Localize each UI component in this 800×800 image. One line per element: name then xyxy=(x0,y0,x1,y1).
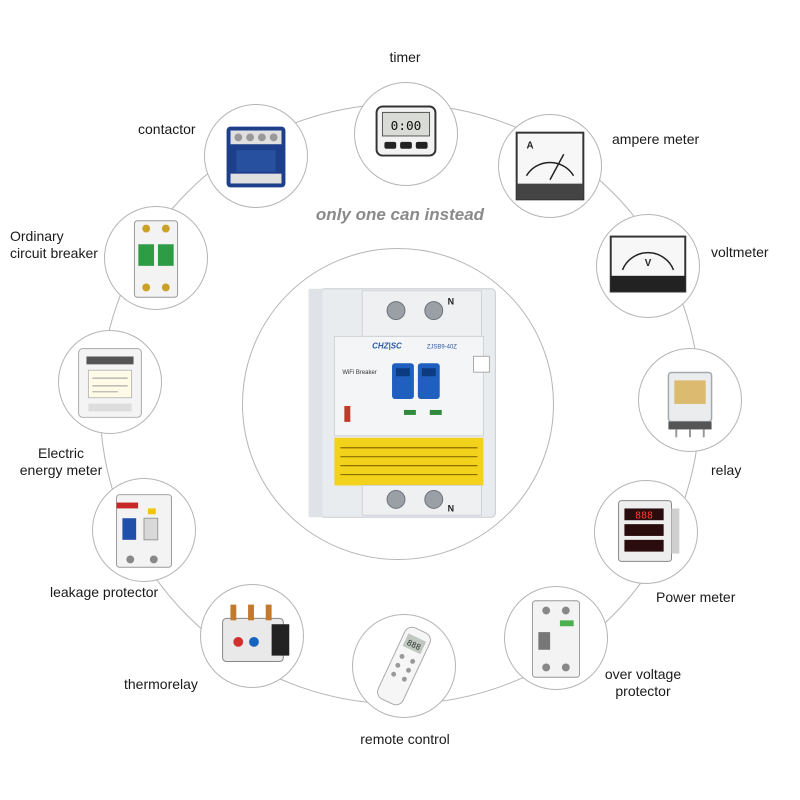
device-label-ordinary-circuit-breaker: Ordinary circuit breaker xyxy=(10,228,98,261)
power-meter-icon: 888 xyxy=(618,500,680,562)
device-label-thermorelay: thermorelay xyxy=(124,676,198,692)
device-bubble-ampere-meter: A xyxy=(498,114,602,218)
device-label-electric-energy-meter: Electric energy meter xyxy=(19,445,103,478)
ordinary-circuit-breaker-icon xyxy=(133,220,179,298)
device-label-remote-control: remote control xyxy=(360,731,450,747)
ampere-meter-icon: A xyxy=(515,131,585,201)
ampere-unit: A xyxy=(526,140,533,151)
device-label-contactor: contactor xyxy=(138,121,196,137)
device-label-power-meter: Power meter xyxy=(656,589,736,605)
voltmeter-icon: V xyxy=(609,235,687,293)
power-meter-digits: 888 xyxy=(635,510,653,521)
device-bubble-electric-energy-meter xyxy=(58,330,162,434)
tag-label: WiFi Breaker xyxy=(342,370,376,376)
timer-icon: 0:00 xyxy=(375,105,437,157)
device-bubble-ordinary-circuit-breaker xyxy=(104,206,208,310)
device-bubble-thermorelay xyxy=(200,584,304,688)
device-label-leakage-protector: leakage protector xyxy=(50,584,159,600)
terminal-bottom-label: N xyxy=(448,503,454,513)
device-label-ampere-meter: ampere meter xyxy=(612,131,700,147)
device-bubble-contactor xyxy=(204,104,308,208)
device-label-voltmeter: voltmeter xyxy=(711,244,769,260)
leakage-protector-icon xyxy=(116,494,172,568)
device-label-timer: timer xyxy=(389,49,421,65)
headline: only one can instead xyxy=(315,205,485,224)
over-voltage-protector-icon xyxy=(531,600,581,678)
voltmeter-unit: V xyxy=(645,258,652,269)
device-bubble-timer: 0:00 xyxy=(354,82,458,186)
device-bubble-remote-control: 888 xyxy=(352,614,456,718)
thermorelay-icon xyxy=(222,604,290,662)
device-bubble-voltmeter: V xyxy=(596,214,700,318)
remote-control-icon: 888 xyxy=(377,626,431,706)
electric-energy-meter-icon xyxy=(78,348,142,418)
wifi-breaker-image: N CHZ|SC ZJSB9-40Z WiFi Breaker xyxy=(308,288,496,518)
device-bubble-power-meter: 888 xyxy=(594,480,698,584)
device-label-relay: relay xyxy=(711,462,742,478)
brand-label: CHZ|SC xyxy=(372,341,402,350)
device-bubble-relay xyxy=(638,348,742,452)
model-label: ZJSB9-40Z xyxy=(427,344,457,350)
main-device-circle: N CHZ|SC ZJSB9-40Z WiFi Breaker xyxy=(242,248,554,560)
device-bubble-over-voltage-protector xyxy=(504,586,608,690)
device-label-over-voltage-protector: over voltage protector xyxy=(604,666,682,699)
timer-digits: 0:00 xyxy=(391,119,422,134)
device-bubble-leakage-protector xyxy=(92,478,196,582)
terminal-top-label: N xyxy=(448,297,454,307)
relay-icon xyxy=(667,371,713,438)
contactor-icon xyxy=(226,126,286,188)
